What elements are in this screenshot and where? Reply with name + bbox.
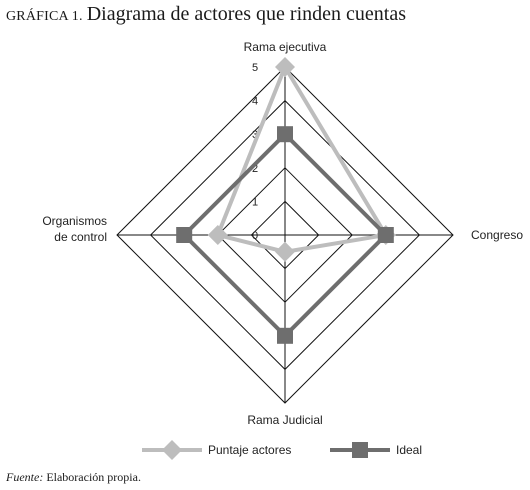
source-note: Fuente: Elaboración propia.: [6, 470, 141, 485]
radar-grid: [116, 66, 454, 404]
tick-label: 1: [252, 196, 258, 208]
source-text: Elaboración propia.: [46, 470, 141, 484]
chart-legend: Puntaje actores Ideal: [142, 440, 422, 460]
series-line: [215, 62, 390, 254]
tick-label: 4: [252, 96, 258, 108]
figure-number: GRÁFICA 1.: [6, 9, 83, 24]
data-point-diamond: [207, 225, 228, 245]
source-label: Fuente:: [6, 470, 44, 484]
figure-title-text: Diagrama de actores que rinden cuentas: [86, 3, 406, 25]
legend-marker-square: [352, 442, 368, 458]
radar-series: [176, 57, 396, 344]
tick-label: 0: [252, 230, 258, 242]
data-point-diamond: [275, 57, 295, 77]
data-point-square: [176, 227, 193, 243]
axis-label: Rama ejecutiva: [244, 40, 327, 54]
legend-marker-diamond: [162, 440, 182, 460]
tick-label: 3: [252, 129, 258, 141]
tick-label: 2: [252, 163, 258, 175]
figure-title: GRÁFICA 1. Diagrama de actores que rinde…: [6, 2, 406, 29]
data-point-square: [277, 126, 293, 143]
axis-label: Congreso: [471, 228, 523, 242]
legend-item: Puntaje actores: [142, 440, 291, 460]
legend-item: Ideal: [330, 442, 422, 458]
legend-label: Ideal: [396, 443, 422, 457]
axis-label: Rama Judicial: [247, 413, 322, 427]
data-point-square: [277, 327, 293, 344]
data-point-square: [377, 227, 394, 243]
tick-label: 5: [252, 62, 258, 74]
legend-label: Puntaje actores: [208, 443, 291, 457]
data-point-diamond: [275, 241, 295, 262]
radar-tick-labels: 0 1 2 3 4 5: [252, 62, 258, 242]
